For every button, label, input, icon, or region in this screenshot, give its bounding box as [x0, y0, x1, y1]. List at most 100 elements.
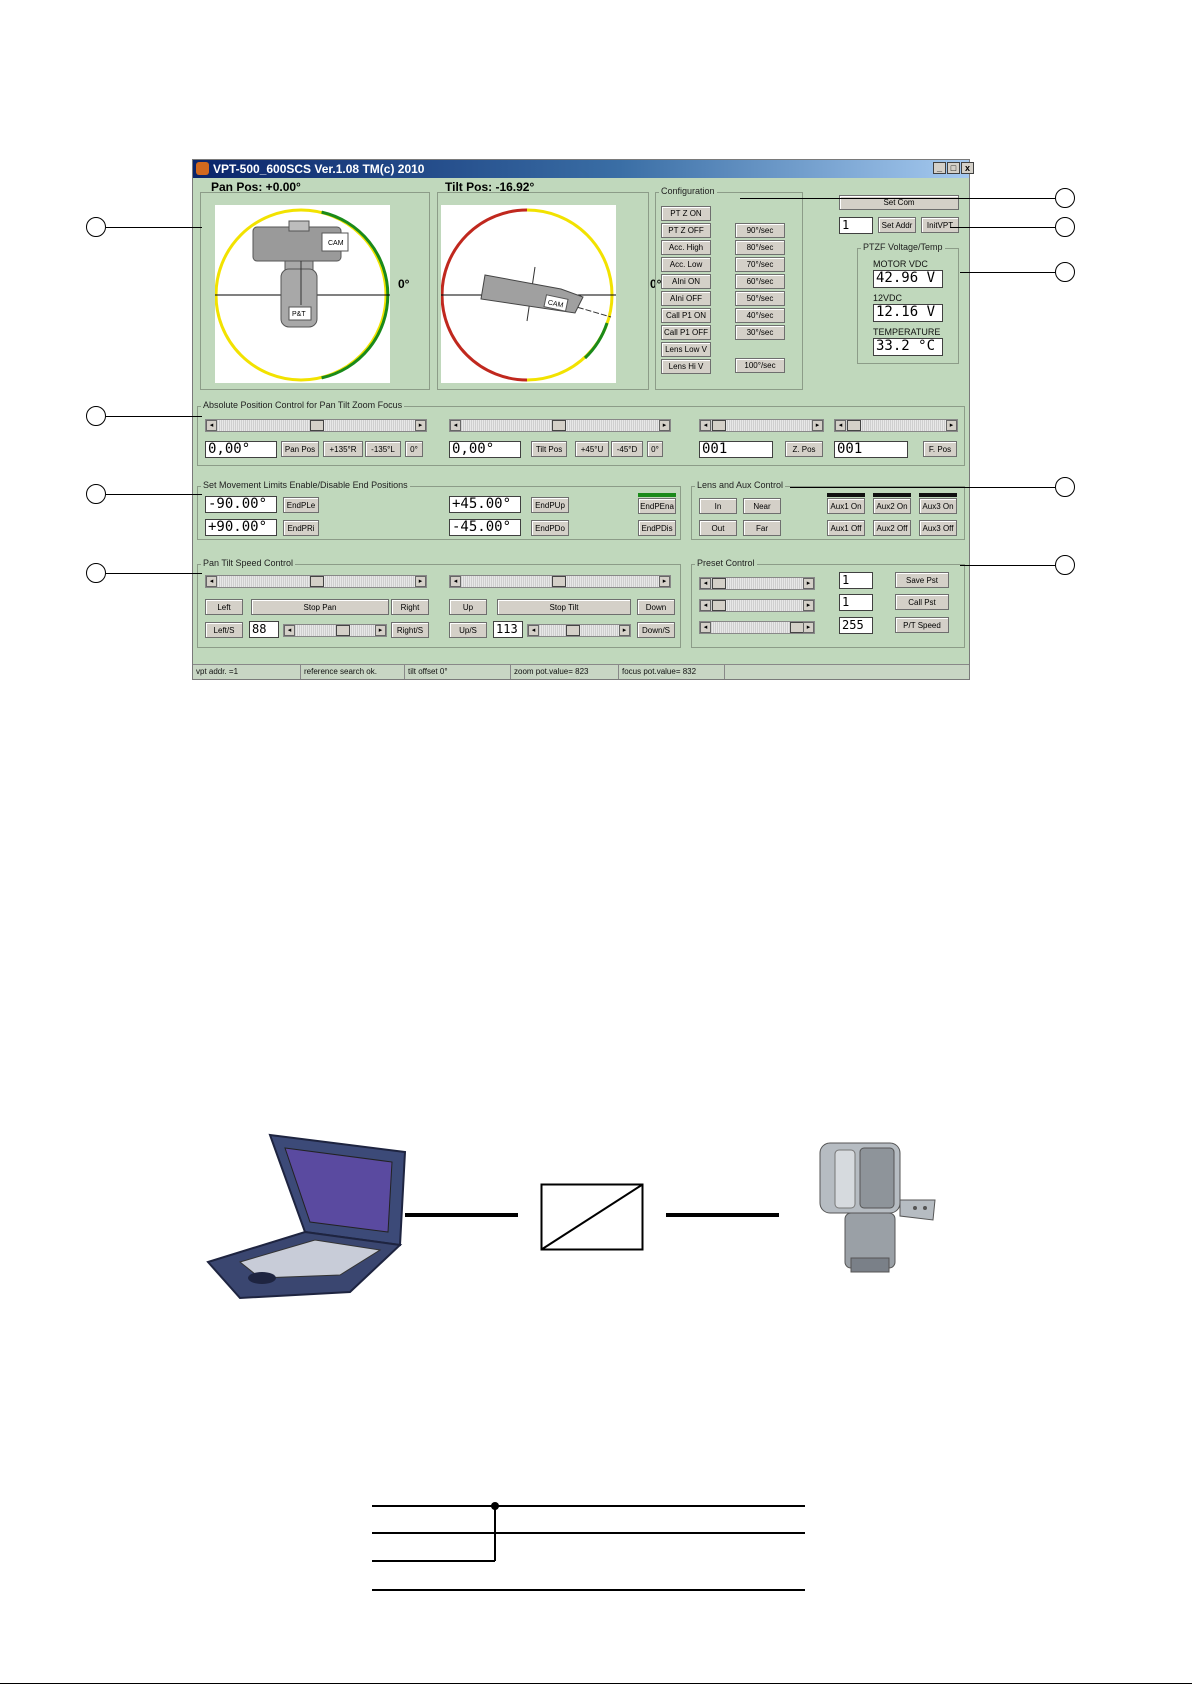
tilt-position-slider[interactable]: ◂ ▸ [449, 419, 671, 432]
set-addr-button[interactable]: Set Addr [878, 217, 916, 233]
pan-right-button[interactable]: Right [391, 599, 429, 615]
pan-zero-button[interactable]: 0° [405, 441, 423, 457]
tilt-pos-button[interactable]: Tilt Pos [531, 441, 567, 457]
pan-left-button[interactable]: Left [205, 599, 243, 615]
pan-speed-slider[interactable]: ◂ ▸ [205, 575, 427, 588]
tilt-down-step-button[interactable]: Down/S [637, 622, 675, 638]
slider-right-arrow-icon[interactable]: ▸ [415, 576, 426, 587]
config-button-lens-low-v[interactable]: Lens Low V [661, 342, 711, 357]
address-input[interactable]: 1 [839, 217, 873, 234]
config-button-acc-high[interactable]: Acc. High [661, 240, 711, 255]
stop-tilt-button[interactable]: Stop Tilt [497, 599, 631, 615]
tilt-minus45-button[interactable]: -45°D [611, 441, 643, 457]
config-button-aini-on[interactable]: AIni ON [661, 274, 711, 289]
speed-button-30[interactable]: 30°/sec [735, 325, 785, 340]
config-button-call-p1-on[interactable]: Call P1 ON [661, 308, 711, 323]
config-button-lens-hi-v[interactable]: Lens Hi V [661, 359, 711, 374]
slider-left-arrow-icon[interactable]: ◂ [206, 420, 217, 431]
pan-position-input[interactable]: 0,00° [205, 441, 277, 458]
slider-right-arrow-icon[interactable]: ▸ [803, 622, 814, 633]
speed-button-70[interactable]: 70°/sec [735, 257, 785, 272]
slider-thumb[interactable] [310, 576, 324, 587]
slider-right-arrow-icon[interactable]: ▸ [946, 420, 957, 431]
zoom-position-input[interactable]: 001 [699, 441, 773, 458]
slider-right-arrow-icon[interactable]: ▸ [619, 625, 630, 636]
pan-position-slider[interactable]: ◂ ▸ [205, 419, 427, 432]
pan-right-step-button[interactable]: Right/S [391, 622, 429, 638]
slider-thumb[interactable] [336, 625, 350, 636]
preset-speed-input[interactable]: 255 [839, 617, 873, 634]
zoom-pos-button[interactable]: Z. Pos [785, 441, 823, 457]
config-button-acc-low[interactable]: Acc. Low [661, 257, 711, 272]
speed-button-100[interactable]: 100°/sec [735, 358, 785, 373]
slider-thumb[interactable] [552, 576, 566, 587]
aux1-on-button[interactable]: Aux1 On [827, 498, 865, 514]
tilt-down-button[interactable]: Down [637, 599, 675, 615]
preset-save-slider[interactable]: ◂ ▸ [699, 577, 815, 590]
call-preset-button[interactable]: Call Pst [895, 594, 949, 610]
preset-speed-slider[interactable]: ◂ ▸ [699, 621, 815, 634]
aux2-on-button[interactable]: Aux2 On [873, 498, 911, 514]
focus-pos-button[interactable]: F. Pos [923, 441, 957, 457]
end-p-ri-button[interactable]: EndPRi [283, 520, 319, 536]
lens-out-button[interactable]: Out [699, 520, 737, 536]
minimize-button[interactable]: _ [933, 162, 946, 174]
slider-right-arrow-icon[interactable]: ▸ [659, 420, 670, 431]
tilt-speed-fine-slider[interactable]: ◂ ▸ [527, 624, 631, 637]
tilt-zero-button[interactable]: 0° [647, 441, 663, 457]
end-p-le-button[interactable]: EndPLe [283, 497, 319, 513]
save-preset-button[interactable]: Save Pst [895, 572, 949, 588]
close-button[interactable]: x [961, 162, 974, 174]
slider-left-arrow-icon[interactable]: ◂ [206, 576, 217, 587]
slider-thumb[interactable] [790, 622, 804, 633]
speed-button-50[interactable]: 50°/sec [735, 291, 785, 306]
maximize-button[interactable]: □ [947, 162, 960, 174]
zoom-position-slider[interactable]: ◂ ▸ [699, 419, 824, 432]
tilt-position-input[interactable]: 0,00° [449, 441, 521, 458]
pan-right-limit-input[interactable]: +90.00° [205, 519, 277, 536]
speed-button-60[interactable]: 60°/sec [735, 274, 785, 289]
end-p-dis-button[interactable]: EndPDis [638, 520, 676, 536]
slider-left-arrow-icon[interactable]: ◂ [284, 625, 295, 636]
tilt-plus45-button[interactable]: +45°U [575, 441, 609, 457]
slider-right-arrow-icon[interactable]: ▸ [803, 600, 814, 611]
aux2-off-button[interactable]: Aux2 Off [873, 520, 911, 536]
preset-call-slider[interactable]: ◂ ▸ [699, 599, 815, 612]
pan-plus135-button[interactable]: +135°R [323, 441, 363, 457]
preset-call-input[interactable]: 1 [839, 594, 873, 611]
config-button-call-p1-off[interactable]: Call P1 OFF [661, 325, 711, 340]
slider-left-arrow-icon[interactable]: ◂ [700, 578, 711, 589]
lens-far-button[interactable]: Far [743, 520, 781, 536]
slider-left-arrow-icon[interactable]: ◂ [528, 625, 539, 636]
slider-right-arrow-icon[interactable]: ▸ [803, 578, 814, 589]
pan-speed-input[interactable]: 88 [249, 621, 279, 638]
slider-left-arrow-icon[interactable]: ◂ [700, 420, 711, 431]
pt-speed-button[interactable]: P/T Speed [895, 617, 949, 633]
slider-thumb[interactable] [712, 420, 726, 431]
slider-left-arrow-icon[interactable]: ◂ [835, 420, 846, 431]
config-button-aini-off[interactable]: AIni OFF [661, 291, 711, 306]
preset-save-input[interactable]: 1 [839, 572, 873, 589]
pan-pos-button[interactable]: Pan Pos [281, 441, 319, 457]
slider-right-arrow-icon[interactable]: ▸ [375, 625, 386, 636]
tilt-speed-slider[interactable]: ◂ ▸ [449, 575, 671, 588]
slider-right-arrow-icon[interactable]: ▸ [812, 420, 823, 431]
slider-left-arrow-icon[interactable]: ◂ [700, 600, 711, 611]
speed-button-40[interactable]: 40°/sec [735, 308, 785, 323]
slider-thumb[interactable] [847, 420, 861, 431]
stop-pan-button[interactable]: Stop Pan [251, 599, 389, 615]
tilt-speed-input[interactable]: 113 [493, 621, 523, 638]
slider-thumb[interactable] [552, 420, 566, 431]
slider-right-arrow-icon[interactable]: ▸ [415, 420, 426, 431]
slider-thumb[interactable] [310, 420, 324, 431]
slider-thumb[interactable] [712, 600, 726, 611]
speed-button-80[interactable]: 80°/sec [735, 240, 785, 255]
pan-left-limit-input[interactable]: -90.00° [205, 496, 277, 513]
speed-button-90[interactable]: 90°/sec [735, 223, 785, 238]
config-button-pt-z-off[interactable]: PT Z OFF [661, 223, 711, 238]
init-vpt-button[interactable]: InitVPT [921, 217, 959, 233]
slider-right-arrow-icon[interactable]: ▸ [659, 576, 670, 587]
aux3-on-button[interactable]: Aux3 On [919, 498, 957, 514]
tilt-up-step-button[interactable]: Up/S [449, 622, 487, 638]
focus-position-input[interactable]: 001 [834, 441, 908, 458]
